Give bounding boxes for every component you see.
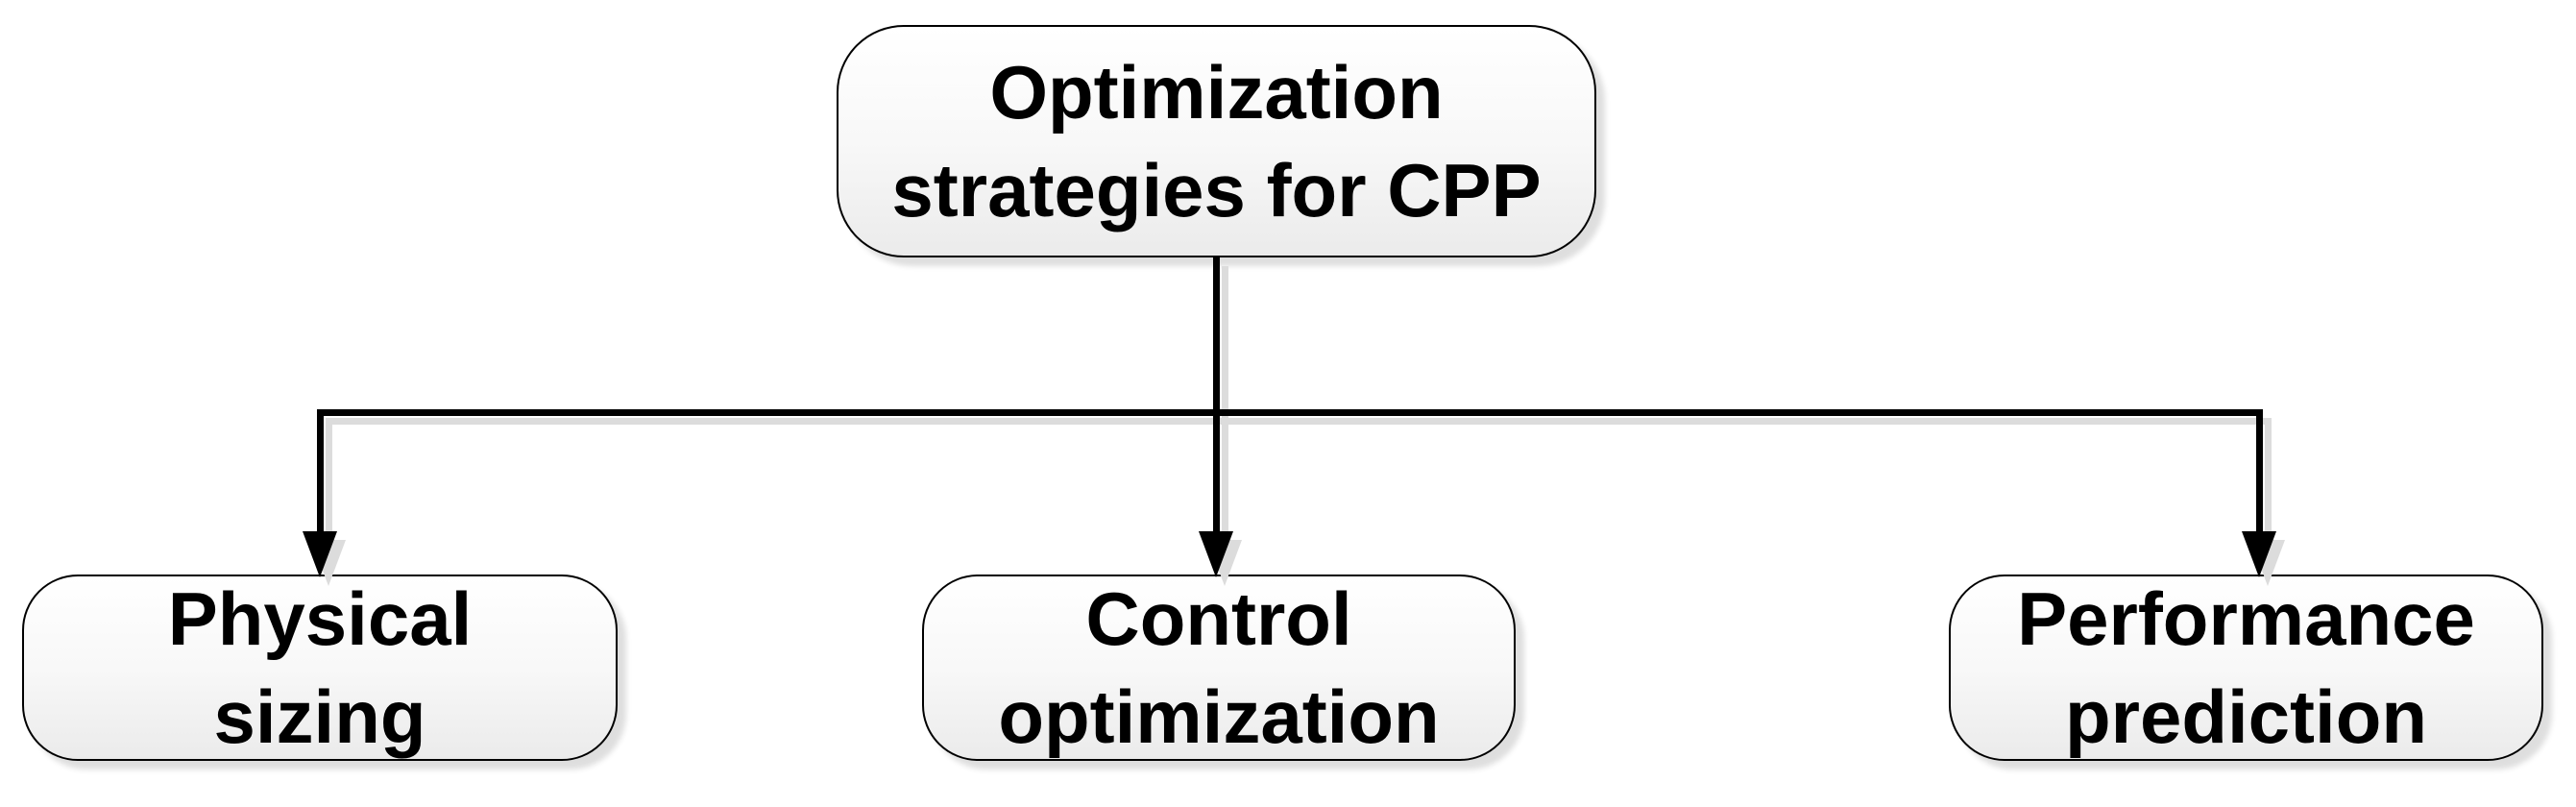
arrowhead-right-icon bbox=[2242, 531, 2276, 577]
node-text-line: Control bbox=[1085, 576, 1352, 661]
connector-trunk bbox=[1213, 257, 1220, 536]
connector-drop-left bbox=[317, 409, 324, 536]
node-optimization-strategies: Optimization strategies for CPP bbox=[837, 25, 1596, 257]
arrowhead-middle-icon bbox=[1199, 531, 1233, 577]
connector-drop-right-shadow bbox=[2265, 418, 2272, 545]
node-control-optimization: Control optimization bbox=[922, 575, 1516, 761]
node-performance-prediction: Performance prediction bbox=[1949, 575, 2543, 761]
node-text-line: Performance bbox=[2017, 576, 2475, 661]
node-text-line: optimization bbox=[998, 674, 1440, 759]
connector-drop-left-shadow bbox=[326, 418, 332, 545]
arrowhead-left-icon bbox=[303, 531, 337, 577]
connector-rail-shadow bbox=[326, 418, 2272, 425]
connector-drop-right bbox=[2256, 409, 2263, 536]
node-physical-sizing: Physical sizing bbox=[22, 575, 618, 761]
node-text-line: Physical bbox=[167, 576, 473, 661]
connector-trunk-shadow bbox=[1222, 266, 1228, 545]
node-text-line: strategies for CPP bbox=[891, 148, 1542, 232]
node-text-line: Optimization bbox=[989, 50, 1444, 134]
node-text-line: prediction bbox=[2064, 674, 2427, 759]
connector-rail bbox=[317, 409, 2263, 416]
node-text-line: sizing bbox=[213, 674, 426, 759]
